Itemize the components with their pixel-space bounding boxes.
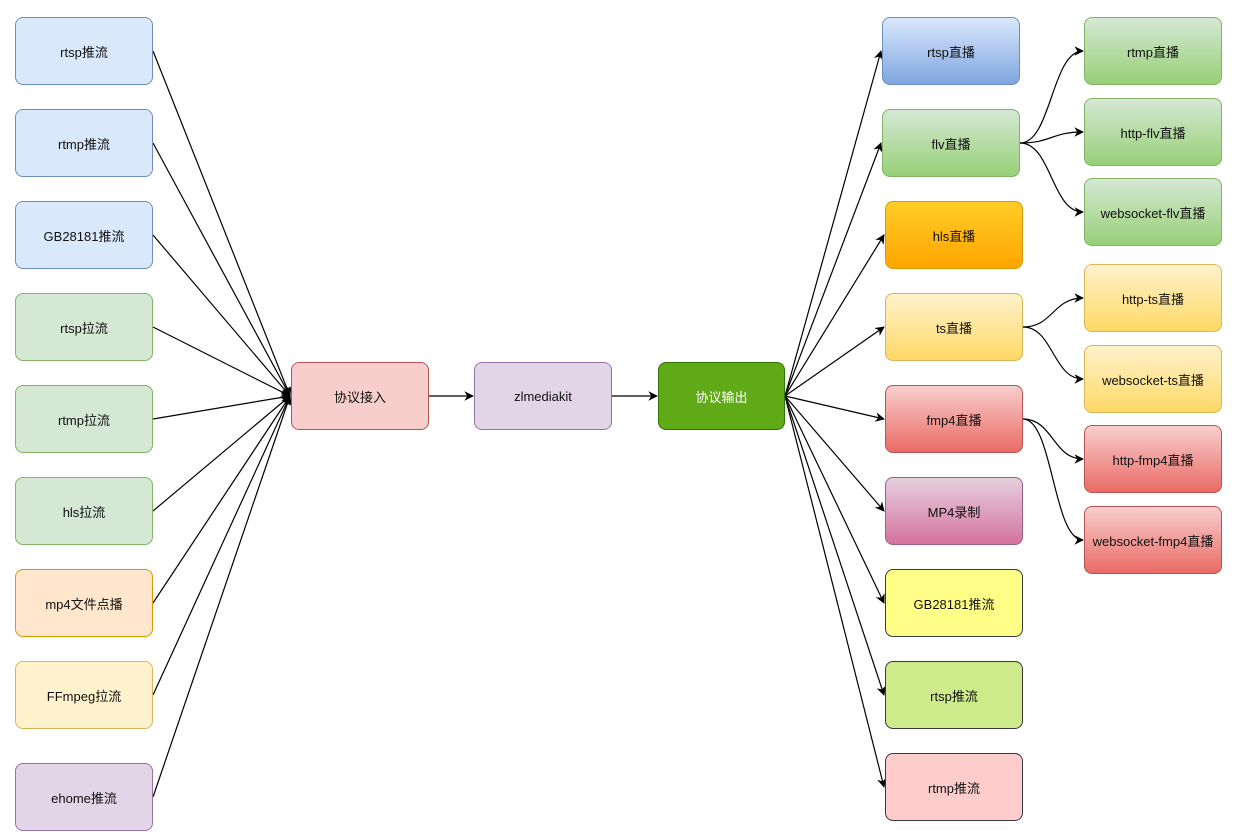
edge-output-3 [784,326,885,397]
node-label: GB28181推流 [913,596,995,612]
node-label: rtmp拉流 [57,412,110,428]
output-node-flv-live[interactable]: flv直播 [882,109,1020,177]
edge-sub-output-3 [1022,293,1084,328]
node-label: rtmp推流 [927,780,980,796]
edge-input-7 [152,395,291,696]
input-node-ffmpeg-pull[interactable]: FFmpeg拉流 [15,661,153,729]
edge-sub-output-0 [1019,46,1084,144]
edge-input-0 [152,50,292,397]
node-label: GB28181推流 [43,228,125,244]
edge-input-8 [152,395,292,798]
edge-input-3 [152,326,291,397]
node-label: MP4录制 [927,504,981,520]
node-label: flv直播 [931,136,971,152]
output-node-fmp4-live[interactable]: fmp4直播 [885,385,1023,453]
edge-output-5 [784,395,885,512]
sub-output-node-websocket-flv-live[interactable]: websocket-flv直播 [1084,178,1222,246]
edge-input-4 [152,392,291,420]
edge-sub-output-5 [1022,418,1084,464]
input-node-rtsp-push[interactable]: rtsp推流 [15,17,153,85]
node-label: websocket-fmp4直播 [1092,533,1214,549]
node-label: rtsp推流 [60,44,108,60]
edge-sub-output-1 [1019,127,1084,144]
output-node-rtmp-push[interactable]: rtmp推流 [885,753,1023,821]
node-label: 协议接入 [333,389,386,405]
sub-output-node-rtmp-live[interactable]: rtmp直播 [1084,17,1222,85]
node-label: http-ts直播 [1121,291,1185,307]
sub-output-node-http-flv-live[interactable]: http-flv直播 [1084,98,1222,166]
zlmediakit-core-node[interactable]: zlmediakit [474,362,612,430]
edge-input-5 [152,395,291,512]
edge-sub-output-2 [1019,142,1084,217]
edge-sub-output-4 [1022,326,1084,384]
output-node-mp4-record[interactable]: MP4录制 [885,477,1023,545]
protocol-ingest-node[interactable]: 协议接入 [291,362,429,430]
edge-input-6 [152,395,291,604]
node-label: rtsp直播 [927,44,975,60]
input-node-hls-pull[interactable]: hls拉流 [15,477,153,545]
output-node-gb28181-push[interactable]: GB28181推流 [885,569,1023,637]
node-label: mp4文件点播 [45,596,123,612]
node-label: rtmp推流 [57,136,110,152]
node-label: hls拉流 [62,504,106,520]
node-label: zlmediakit [514,388,572,404]
sub-output-node-http-fmp4-live[interactable]: http-fmp4直播 [1084,425,1222,493]
sub-output-node-websocket-fmp4-live[interactable]: websocket-fmp4直播 [1084,506,1222,574]
edge-output-1 [784,142,883,397]
node-label: http-flv直播 [1120,125,1186,141]
node-label: websocket-ts直播 [1102,372,1204,388]
edge-input-2 [152,234,291,397]
output-node-rtsp-live[interactable]: rtsp直播 [882,17,1020,85]
output-node-ts-live[interactable]: ts直播 [885,293,1023,361]
edge-sub-output-6 [1022,418,1084,545]
node-label: 协议输出 [695,389,748,405]
edge-output-2 [784,234,885,397]
input-node-rtmp-push[interactable]: rtmp推流 [15,109,153,177]
node-label: rtmp直播 [1126,44,1179,60]
node-label: rtsp拉流 [60,320,108,336]
node-label: http-fmp4直播 [1112,452,1194,468]
sub-output-node-http-ts-live[interactable]: http-ts直播 [1084,264,1222,332]
sub-output-node-websocket-ts-live[interactable]: websocket-ts直播 [1084,345,1222,413]
output-node-hls-live[interactable]: hls直播 [885,201,1023,269]
input-node-gb28181-push[interactable]: GB28181推流 [15,201,153,269]
node-label: FFmpeg拉流 [46,688,122,704]
node-label: hls直播 [932,228,976,244]
node-label: ehome推流 [51,790,117,806]
input-node-ehome-push[interactable]: ehome推流 [15,763,153,831]
node-label: ts直播 [935,320,973,336]
edge-output-8 [784,395,887,788]
edge-output-4 [784,395,885,422]
node-label: fmp4直播 [926,412,982,428]
node-label: rtsp推流 [930,688,978,704]
edge-output-6 [784,395,885,604]
node-label: websocket-flv直播 [1100,205,1206,221]
edge-output-0 [784,50,884,397]
protocol-egress-node[interactable]: 协议输出 [658,362,785,430]
input-node-rtmp-pull[interactable]: rtmp拉流 [15,385,153,453]
edge-output-7 [784,395,886,696]
input-node-mp4-vod[interactable]: mp4文件点播 [15,569,153,637]
input-node-rtsp-pull[interactable]: rtsp拉流 [15,293,153,361]
output-node-rtsp-push[interactable]: rtsp推流 [885,661,1023,729]
edge-input-1 [152,142,291,397]
